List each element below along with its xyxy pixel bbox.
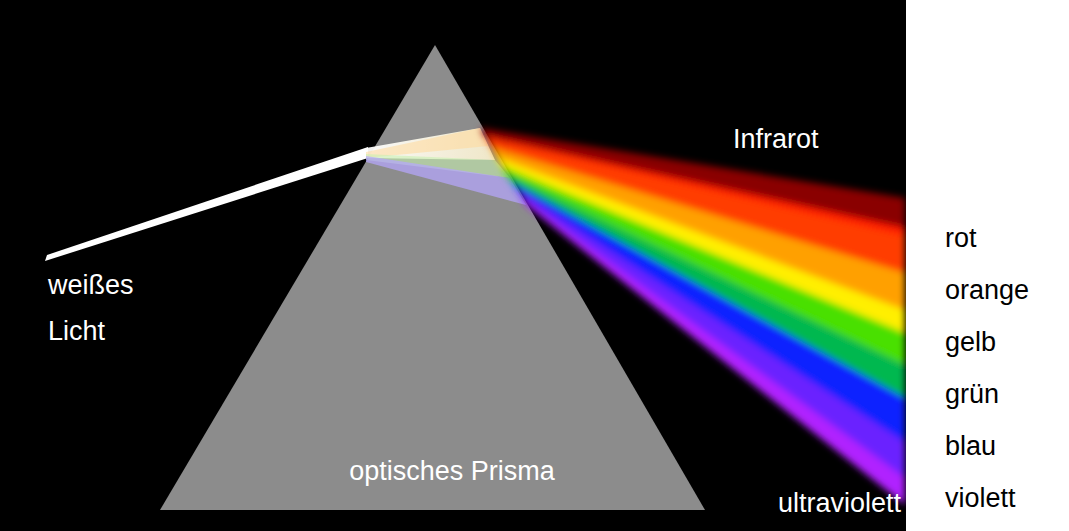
color-name: rot	[945, 222, 977, 254]
prism-label: optisches Prisma	[349, 455, 555, 487]
light-label: weißes Licht	[48, 262, 148, 354]
color-name: orange	[945, 274, 1029, 306]
black-ground	[0, 0, 906, 531]
spectrum-band	[522, 198, 905, 505]
region-label: ultraviolett	[778, 487, 901, 519]
color-name: grün	[945, 378, 999, 410]
color-name: violett	[945, 482, 1016, 514]
region-label: Infrarot	[733, 123, 819, 155]
white-beam	[45, 147, 368, 261]
inner-fan-warm	[366, 128, 488, 158]
color-name: gelb	[945, 326, 996, 358]
color-name: blau	[945, 430, 996, 462]
